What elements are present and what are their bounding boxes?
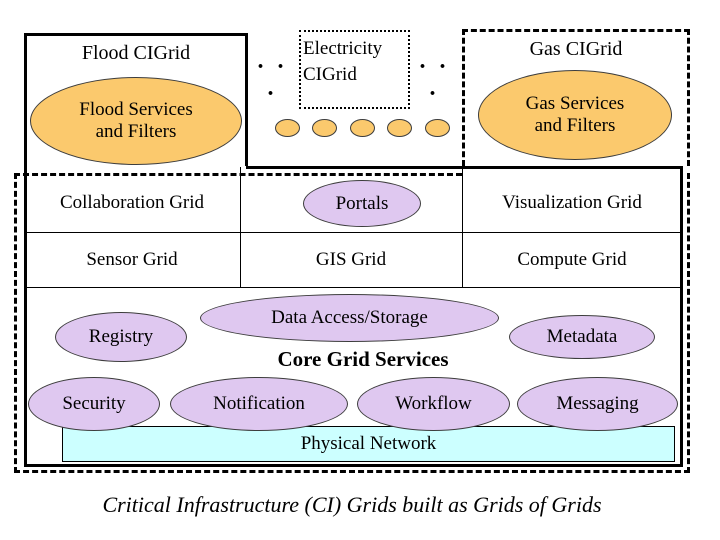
flood-services-ellipse: Flood Services and Filters	[30, 77, 242, 165]
cell-visualization-grid: Visualization Grid	[502, 192, 642, 213]
physical-network-bar: Physical Network	[62, 426, 675, 462]
core-grid-services-label: Core Grid Services	[277, 347, 449, 371]
security-ellipse: Security	[28, 377, 160, 431]
messaging-ellipse: Messaging	[517, 377, 678, 431]
notification-ellipse: Notification	[170, 377, 348, 431]
grids-container-dashed-top-edge	[14, 173, 462, 176]
mini-service-ellipse	[425, 119, 450, 137]
data-access-storage-ellipse: Data Access/Storage	[200, 294, 499, 342]
cell-collaboration-grid: Collaboration Grid	[59, 192, 205, 213]
table-row-divider	[24, 232, 683, 233]
table-row-divider	[24, 287, 683, 288]
gas-cigrid-title: Gas CIGrid	[529, 38, 623, 60]
registry-ellipse: Registry	[55, 312, 187, 362]
ellipsis-right: · · ·	[418, 54, 450, 107]
portals-ellipse: Portals	[303, 180, 421, 227]
flood-cigrid-title: Flood CIGrid	[81, 42, 191, 64]
workflow-ellipse: Workflow	[357, 377, 510, 431]
electricity-cigrid-title: Electricity CIGrid	[303, 38, 383, 85]
grids-container-top-edge	[246, 166, 683, 169]
cell-compute-grid: Compute Grid	[517, 248, 627, 270]
mini-service-ellipse	[387, 119, 412, 137]
gas-services-ellipse: Gas Services and Filters	[478, 70, 672, 160]
mini-service-ellipse	[275, 119, 300, 137]
table-column-divider	[462, 167, 463, 287]
ellipsis-left: · · ·	[256, 54, 288, 107]
table-column-divider	[240, 167, 241, 287]
gas-cigrid-box	[462, 29, 690, 166]
flood-cigrid-box	[24, 33, 248, 166]
mini-service-ellipse	[350, 119, 375, 137]
metadata-ellipse: Metadata	[509, 315, 655, 359]
cell-gis-grid: GIS Grid	[315, 248, 387, 270]
mini-service-ellipse	[312, 119, 337, 137]
cell-sensor-grid: Sensor Grid	[86, 248, 178, 270]
grids-container-dashed-box	[14, 173, 690, 473]
grids-container-solid-box	[24, 166, 683, 467]
caption: Critical Infrastructure (CI) Grids built…	[102, 492, 602, 517]
electricity-cigrid-box	[299, 30, 410, 109]
